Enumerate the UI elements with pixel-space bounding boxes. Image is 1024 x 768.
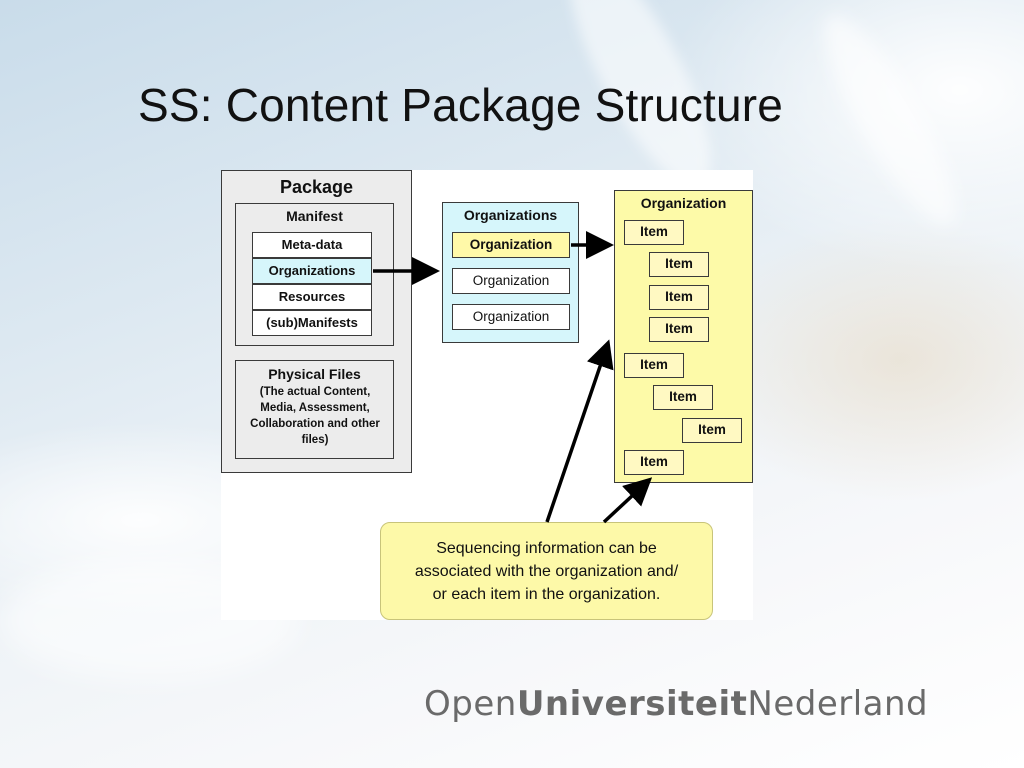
open-universiteit-logo: OpenUniversiteitNederland: [424, 684, 928, 724]
physical-files-line: Media, Assessment,: [260, 402, 370, 414]
physical-files-line: files): [301, 434, 329, 446]
package-title: Package: [279, 177, 354, 197]
arrow-callout-to-item: [602, 477, 653, 524]
callout-line: associated with the organization and/: [414, 563, 679, 580]
physical-files-line: (The actual Content,: [259, 386, 371, 398]
manifest-row-organizations: Organizations: [252, 258, 372, 284]
logo-part-universiteit: Universiteit: [516, 684, 748, 724]
slide-title: SS: Content Package Structure: [138, 79, 784, 131]
organization-item: Item: [624, 353, 684, 378]
organization-item: Item: [649, 317, 709, 342]
callout-line: or each item in the organization.: [432, 586, 661, 603]
physical-files-description: (The actual Content, Media, Assessment, …: [238, 384, 392, 448]
organization-item: Item: [624, 220, 684, 245]
content-package-diagram: Package Manifest Meta-data Organizations…: [221, 170, 753, 620]
logo-part-open: Open: [424, 684, 517, 724]
manifest-row-sub-manifests: (sub)Manifests: [252, 310, 372, 336]
organization-item: Item: [649, 285, 709, 310]
organization-item: Item: [653, 385, 713, 410]
organization-item: Item: [624, 450, 684, 475]
organization-entry: Organization: [452, 268, 570, 294]
logo-part-nederland: Nederland: [747, 684, 929, 724]
organization-entry-highlighted: Organization: [452, 232, 570, 258]
organization-item: Item: [682, 418, 742, 443]
sequencing-callout: Sequencing information can be associated…: [380, 522, 713, 620]
manifest-row-resources: Resources: [252, 284, 372, 310]
organization-title: Organization: [640, 195, 727, 211]
arrow-callout-to-organization: [545, 339, 614, 523]
physical-files-line: Collaboration and other: [250, 418, 380, 430]
callout-line: Sequencing information can be: [436, 540, 657, 557]
diagram-arrows: [373, 231, 653, 524]
organizations-title: Organizations: [463, 207, 558, 223]
organization-entry: Organization: [452, 304, 570, 330]
physical-files-title: Physical Files: [268, 366, 361, 382]
background-light-streak: [804, 1, 976, 239]
physical-files-box: Physical Files (The actual Content, Medi…: [235, 360, 394, 459]
manifest-row-meta-data: Meta-data: [252, 232, 372, 258]
organization-item: Item: [649, 252, 709, 277]
manifest-title: Manifest: [286, 208, 343, 224]
